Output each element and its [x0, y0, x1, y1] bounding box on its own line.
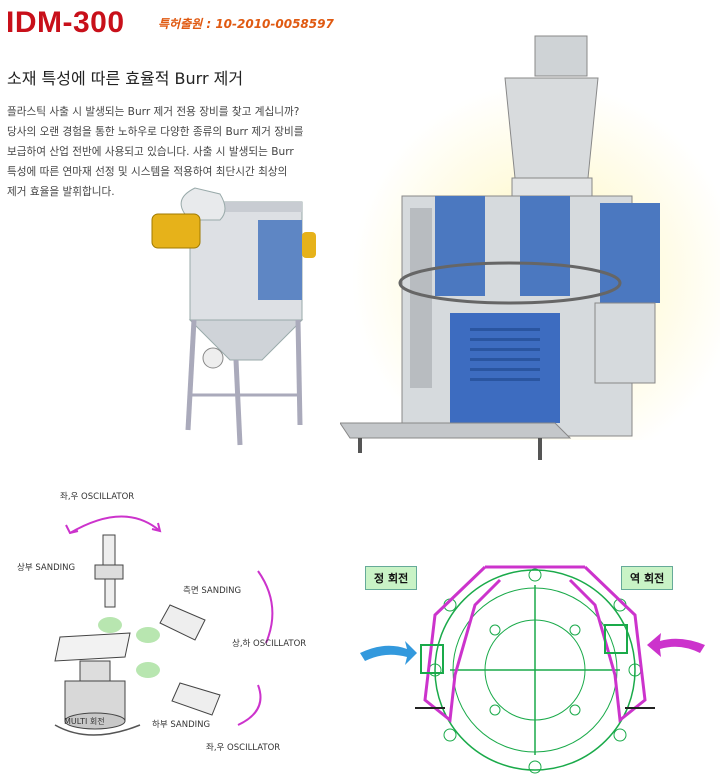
label-lower-sanding: 하부 SANDING — [152, 720, 211, 730]
reverse-rotation-badge: 역 회전 — [621, 566, 674, 590]
patent-number: 특허출원 : 10-2010-0058597 — [158, 17, 334, 31]
rotation-diagram — [360, 565, 705, 774]
label-bottom-oscillator: 좌,우 OSCILLATOR — [206, 743, 281, 753]
label-upper-sanding: 상부 SANDING — [17, 563, 76, 573]
description-line: 제거 효율을 발휘합니다. — [7, 186, 115, 198]
model-title: IDM-300 — [6, 6, 125, 39]
forward-rotation-badge: 정 회전 — [365, 566, 418, 590]
description-line: 당사의 오랜 경험을 통한 노하우로 다양한 종류의 Burr 제거 장비를 — [7, 126, 304, 138]
label-top-oscillator: 좌,우 OSCILLATOR — [60, 492, 135, 502]
label-multi-rotation: MULTI 회전 — [64, 717, 105, 726]
dust-collector-image — [151, 187, 316, 446]
machine-image — [340, 35, 660, 460]
label-side-sanding: 측면 SANDING — [183, 586, 242, 596]
description-line: 플라스틱 사출 시 발생되는 Burr 제거 전용 장비를 찾고 계십니까? — [7, 106, 300, 118]
description-line: 보급하여 산업 전반에 사용되고 있습니다. 사출 시 발생되는 Burr — [7, 146, 294, 158]
description: 플라스틱 사출 시 발생되는 Burr 제거 전용 장비를 찾고 계십니까? 당… — [7, 102, 327, 202]
label-mid-oscillator: 상,하 OSCILLATOR — [232, 639, 307, 649]
headline: 소재 특성에 따른 효율적 Burr 제거 — [7, 69, 244, 88]
sanding-diagram — [54, 515, 274, 736]
description-line: 특성에 따른 연마재 선정 및 시스템을 적용하여 최단시간 최상의 — [7, 166, 288, 178]
